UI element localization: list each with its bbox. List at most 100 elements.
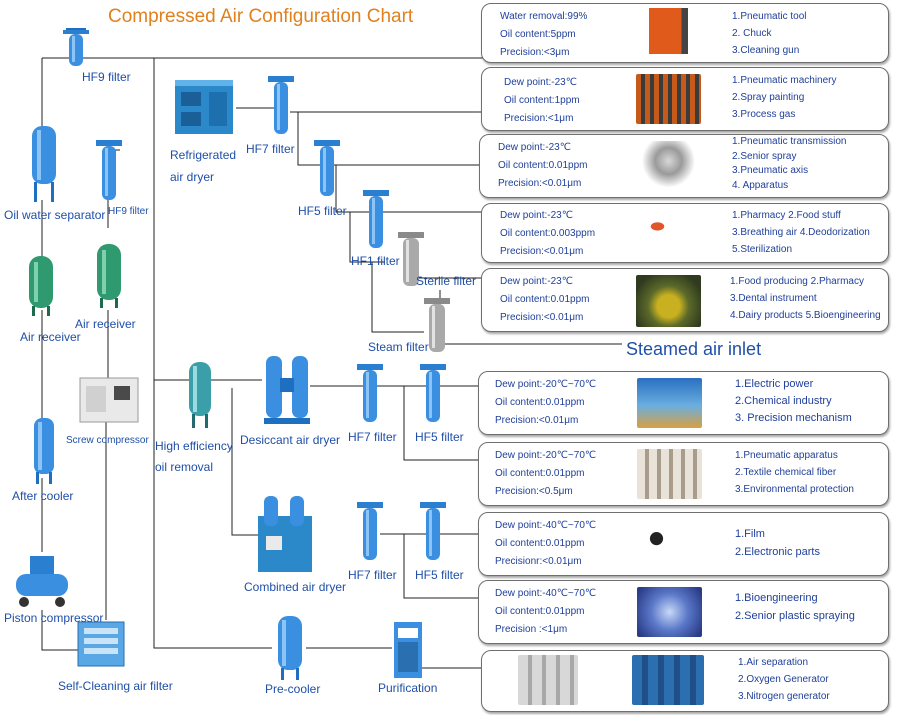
bioengineering-image <box>637 587 702 637</box>
apps-list-8: 1.Film 2.Electronic parts <box>735 525 820 561</box>
hf9-filter-top-icon <box>63 28 89 66</box>
spec-box-7: Dew point:-20℃~70℃ Oil content:0.01ppm P… <box>478 442 889 506</box>
apps-list-5: 1.Food producing 2.Pharmacy 3.Dental ins… <box>730 273 881 324</box>
air-receiver-right-icon <box>97 244 121 308</box>
apps-list-9: 1.Bioengineering 2.Senior plastic sprayi… <box>735 589 855 625</box>
app-line: 3.Breathing air 4.Deodorization <box>732 227 870 238</box>
combined-air-dryer-icon <box>258 496 312 572</box>
app-line: 1.Food producing 2.Pharmacy <box>730 276 864 287</box>
apps-list-1: 1.Pneumatic tool 2. Chuck 3.Cleaning gun <box>732 8 807 59</box>
steamed-air-inlet-label: Steamed air inlet <box>626 339 762 359</box>
spec-line: Oil content:0.01ppm <box>495 538 585 549</box>
app-line: 3.Cleaning gun <box>732 45 800 56</box>
air-receiver-left-icon <box>29 256 53 316</box>
screw-compressor-label: Screw compressor <box>66 435 149 446</box>
app-line: 1.Bioengineering <box>735 592 818 604</box>
oil-water-separator-icon <box>32 126 56 202</box>
sterile-filter-icon <box>398 232 424 286</box>
high-efficiency-oil-removal-icon <box>189 362 211 428</box>
spec-line: Precision:<3μm <box>500 47 570 58</box>
app-line: 4.Dairy products 5.Bioengineering <box>730 310 881 321</box>
apps-list-3: 1.Pneumatic transmission 2.Senior spray … <box>732 135 847 193</box>
spec-line: Oil content:0.01ppm <box>498 160 588 171</box>
spec-box-8: Dew point:-40℃~70℃ Oil content:0.01ppm P… <box>478 512 889 576</box>
textile-image <box>637 449 702 499</box>
spec-box-9: Dew point:-40℃~70℃ Oil content:0.01ppm P… <box>478 580 889 644</box>
app-line: 3. Precision mechanism <box>735 412 852 424</box>
hf5-filter-mid-icon <box>420 364 446 422</box>
spec-line: Dew point:-23℃ <box>504 77 577 88</box>
pneumatic-tool-image <box>636 8 701 54</box>
spec-list-9: Dew point:-40℃~70℃ Oil content:0.01ppm P… <box>495 585 596 639</box>
app-line: 1.Pneumatic machinery <box>732 75 837 86</box>
app-line: 3.Environmental protection <box>735 484 854 495</box>
self-cleaning-filter-label: Self-Cleaning air filter <box>58 679 173 693</box>
hf5-filter-low-icon <box>420 502 446 560</box>
spec-line: Precision:<1μm <box>504 113 574 124</box>
refrigerated-air-dryer-icon <box>175 80 233 134</box>
spec-list-2: Dew point:-23℃ Oil content:1ppm Precisio… <box>504 74 580 128</box>
hf7-filter-top-label: HF7 filter <box>246 142 295 156</box>
spec-list-6: Dew point:-20℃~70℃ Oil content:0.01ppm P… <box>495 376 596 430</box>
desiccant-air-dryer-icon <box>264 356 310 424</box>
app-line: 1.Film <box>735 528 765 540</box>
after-cooler-label: After cooler <box>12 489 74 503</box>
hf1-filter-icon <box>363 190 389 248</box>
hf9-filter-left-label: HF9 filter <box>108 206 149 217</box>
oxygen-generator-image <box>632 655 704 705</box>
air-receiver-left-label: Air receiver <box>20 330 81 344</box>
spec-line: Precision:<0.5μm <box>495 486 573 497</box>
hf1-filter-label: HF1 filter <box>351 254 400 268</box>
spec-line: Oil content:0.003ppm <box>500 228 596 239</box>
combined-dryer-label: Combined air dryer <box>244 580 347 594</box>
spec-box-10: 1.Air separation 2.Oxygen Generator 3.Ni… <box>481 650 889 712</box>
hf7-filter-low-icon <box>357 502 383 560</box>
steam-filter-icon <box>424 298 450 352</box>
app-line: 2.Oxygen Generator <box>738 674 829 685</box>
apps-list-2: 1.Pneumatic machinery 2.Spray painting 3… <box>732 72 837 123</box>
hf7-filter-mid-icon <box>357 364 383 422</box>
app-line: 3.Nitrogen generator <box>738 691 830 702</box>
spec-line: Precision:<0.01μm <box>500 312 584 323</box>
screw-compressor-icon <box>79 377 139 423</box>
app-line: 5.Sterilization <box>732 244 793 255</box>
apps-list-10: 1.Air separation 2.Oxygen Generator 3.Ni… <box>738 654 830 705</box>
app-line: 3.Dental instrument <box>730 293 817 304</box>
spec-line: Oil content:1ppm <box>504 95 580 106</box>
app-line: 2. Chuck <box>732 28 772 39</box>
desiccant-dryer-label: Desiccant air dryer <box>240 433 341 447</box>
app-line: 2.Spray painting <box>732 92 805 103</box>
spec-list-8: Dew point:-40℃~70℃ Oil content:0.01ppm P… <box>495 517 596 571</box>
food-producing-image <box>636 275 701 327</box>
spec-line: Dew point:-20℃~70℃ <box>495 450 597 461</box>
spec-list-3: Dew point:-23℃ Oil content:0.01ppm Preci… <box>498 139 588 193</box>
purification-icon <box>394 622 422 678</box>
spec-line: Oil content:5ppm <box>500 29 576 40</box>
spec-line: Oil content:0.01ppm <box>495 606 585 617</box>
spec-box-5: Dew point:-23℃ Oil content:0.01ppm Preci… <box>481 268 889 332</box>
spec-line: Precision:<0.01μm <box>498 178 582 189</box>
hf7-filter-top-icon <box>268 76 294 134</box>
spec-line: Dew point:-40℃~70℃ <box>495 588 597 599</box>
pneumatic-transmission-image <box>636 141 701 191</box>
hf5-filter-low-label: HF5 filter <box>415 568 464 582</box>
oil-water-separator-label: Oil water separator <box>4 208 106 222</box>
hf9-filter-top-label: HF9 filter <box>82 70 131 84</box>
apps-list-7: 1.Pneumatic apparatus 2.Textile chemical… <box>735 447 854 498</box>
apps-list-4: 1.Pharmacy 2.Food stuff 3.Breathing air … <box>732 207 870 258</box>
app-line: 1.Pneumatic tool <box>732 11 807 22</box>
app-line: 2.Senior plastic spraying <box>735 610 855 622</box>
air-receiver-right-label: Air receiver <box>75 317 136 331</box>
app-line: 3.Pneumatic axis <box>732 165 809 176</box>
app-line: 2.Senior spray <box>732 150 797 162</box>
high-efficiency-label-1: High efficiency <box>155 439 233 453</box>
app-line: 3.Process gas <box>732 109 796 120</box>
app-line: 1.Air separation <box>738 657 809 668</box>
spec-line: Dew point:-23℃ <box>500 210 573 221</box>
air-separation-image <box>518 655 578 705</box>
spec-line: Dew point:-23℃ <box>498 142 571 153</box>
refrigerated-label-1: Refrigerated <box>170 148 237 162</box>
purification-label: Purification <box>378 681 438 695</box>
